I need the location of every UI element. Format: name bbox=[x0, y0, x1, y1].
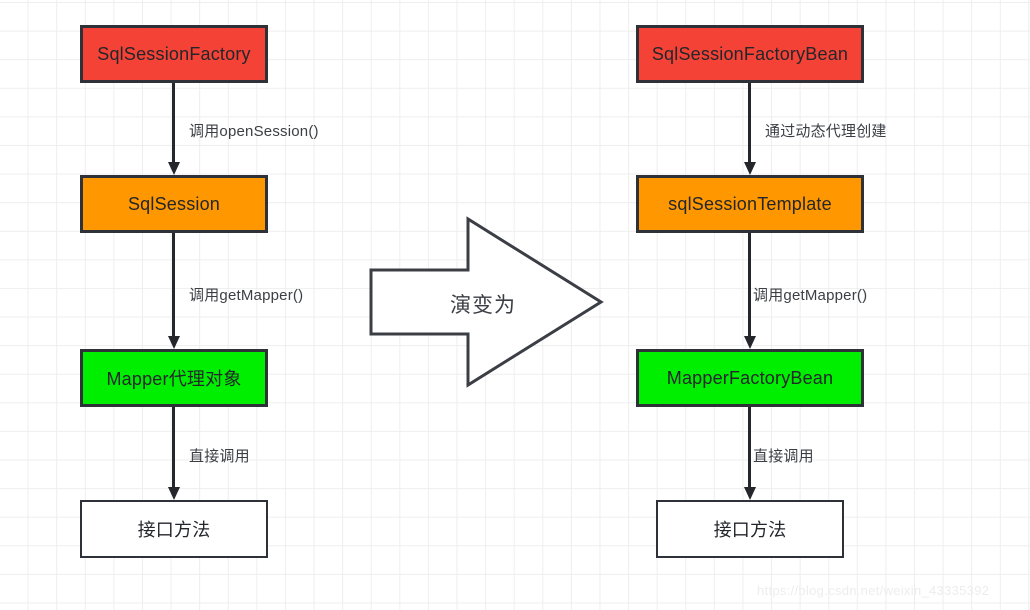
connector-left-1 bbox=[167, 83, 180, 175]
edge-label-left-3: 直接调用 bbox=[189, 448, 250, 465]
node-mapper-proxy[interactable]: Mapper代理对象 bbox=[80, 349, 268, 407]
connector-shaft bbox=[748, 233, 751, 337]
node-sql-session-factory-bean[interactable]: SqlSessionFactoryBean bbox=[636, 25, 864, 83]
node-interface-method-right[interactable]: 接口方法 bbox=[656, 500, 844, 558]
node-label: MapperFactoryBean bbox=[666, 367, 834, 388]
connector-right-1 bbox=[743, 83, 756, 175]
arrowhead-icon bbox=[167, 487, 180, 500]
edge-label-right-2: 调用getMapper() bbox=[753, 287, 868, 304]
node-label: SqlSessionFactoryBean bbox=[651, 43, 849, 64]
connector-shaft bbox=[172, 83, 175, 163]
connector-left-3 bbox=[167, 407, 180, 500]
node-sql-session-factory[interactable]: SqlSessionFactory bbox=[80, 25, 268, 83]
edge-label-right-1: 通过动态代理创建 bbox=[765, 123, 887, 140]
edge-label-left-1: 调用openSession() bbox=[189, 123, 319, 140]
edge-label-right-3: 直接调用 bbox=[753, 448, 814, 465]
connector-shaft bbox=[172, 233, 175, 337]
connector-left-2 bbox=[167, 233, 180, 349]
node-interface-method-left[interactable]: 接口方法 bbox=[80, 500, 268, 558]
arrowhead-icon bbox=[743, 487, 756, 500]
evolution-arrow-label: 演变为 bbox=[450, 294, 516, 317]
node-label: 接口方法 bbox=[713, 520, 787, 540]
node-sql-session[interactable]: SqlSession bbox=[80, 175, 268, 233]
arrowhead-icon bbox=[167, 162, 180, 175]
arrowhead-icon bbox=[743, 162, 756, 175]
connector-right-2 bbox=[743, 233, 756, 349]
connector-shaft bbox=[172, 407, 175, 488]
node-label: SqlSessionFactory bbox=[97, 43, 251, 64]
arrowhead-icon bbox=[743, 336, 756, 349]
node-label: SqlSession bbox=[127, 193, 221, 214]
arrowhead-icon bbox=[167, 336, 180, 349]
node-mapper-factory-bean[interactable]: MapperFactoryBean bbox=[636, 349, 864, 407]
node-label: 接口方法 bbox=[137, 520, 211, 540]
watermark: https://blog.csdn.net/weixin_43335392 bbox=[757, 583, 990, 598]
connector-shaft bbox=[748, 83, 751, 163]
node-label: Mapper代理对象 bbox=[106, 369, 242, 389]
connector-shaft bbox=[748, 407, 751, 488]
evolution-arrow bbox=[368, 216, 604, 388]
node-sql-session-template[interactable]: sqlSessionTemplate bbox=[636, 175, 864, 233]
connector-right-3 bbox=[743, 407, 756, 500]
edge-label-left-2: 调用getMapper() bbox=[189, 287, 304, 304]
node-label: sqlSessionTemplate bbox=[668, 193, 832, 214]
